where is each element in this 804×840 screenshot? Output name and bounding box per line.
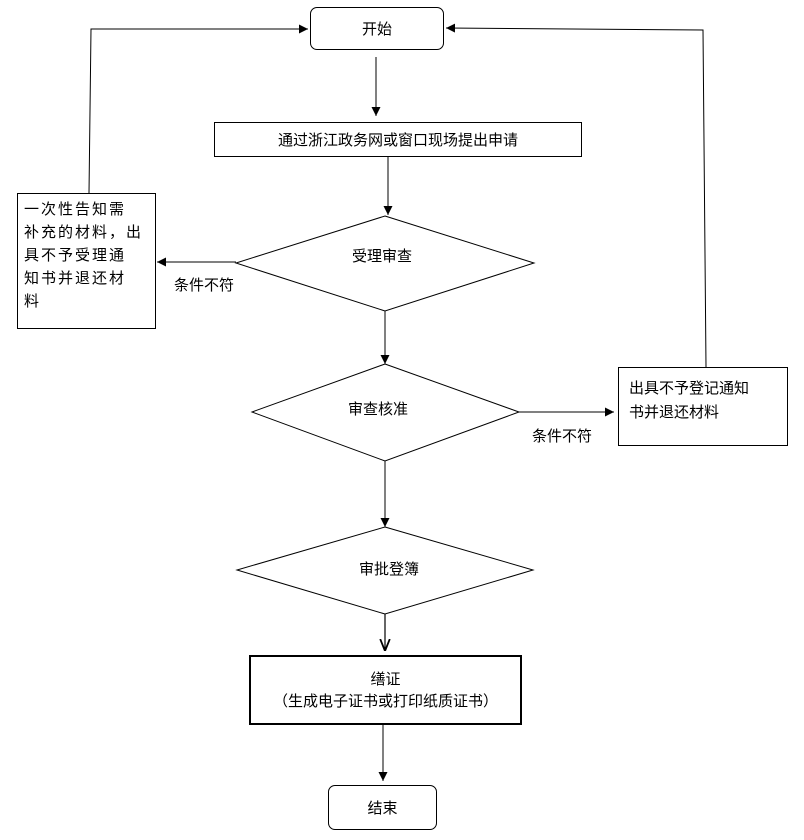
issue-certificate-detail: （生成电子证书或打印纸质证书） [272, 692, 498, 710]
left-condition-label: 条件不符 [174, 276, 235, 294]
start-node: 开始 [310, 7, 444, 50]
arrow-right-notice-to-start [445, 23, 707, 368]
end-label: 结束 [367, 798, 398, 817]
start-label: 开始 [361, 19, 392, 38]
review-approve-label: 审查核准 [348, 400, 409, 418]
right-notice-label: 出具不予登记通知 书并退还材料 [629, 379, 750, 421]
approve-register-label: 审批登簿 [359, 560, 420, 578]
issue-certificate-title: 缮证 [370, 670, 401, 688]
left-notice-label: 一次性告知需 补充的材料，出 具不予受理通 知书并退还材 料 [24, 200, 144, 310]
right-condition-label: 条件不符 [532, 427, 593, 445]
apply-label: 通过浙江政务网或窗口现场提出申请 [277, 130, 518, 149]
right-notice-node: 出具不予登记通知 书并退还材料 [618, 367, 788, 446]
left-notice-node: 一次性告知需 补充的材料，出 具不予受理通 知书并退还材 料 [17, 193, 156, 329]
issue-certificate-node: 缮证 （生成电子证书或打印纸质证书） [249, 655, 522, 725]
apply-node: 通过浙江政务网或窗口现场提出申请 [214, 122, 582, 157]
accept-review-label: 受理审查 [352, 247, 413, 265]
arrow-left-notice-to-start [88, 24, 308, 194]
end-node: 结束 [328, 785, 437, 830]
